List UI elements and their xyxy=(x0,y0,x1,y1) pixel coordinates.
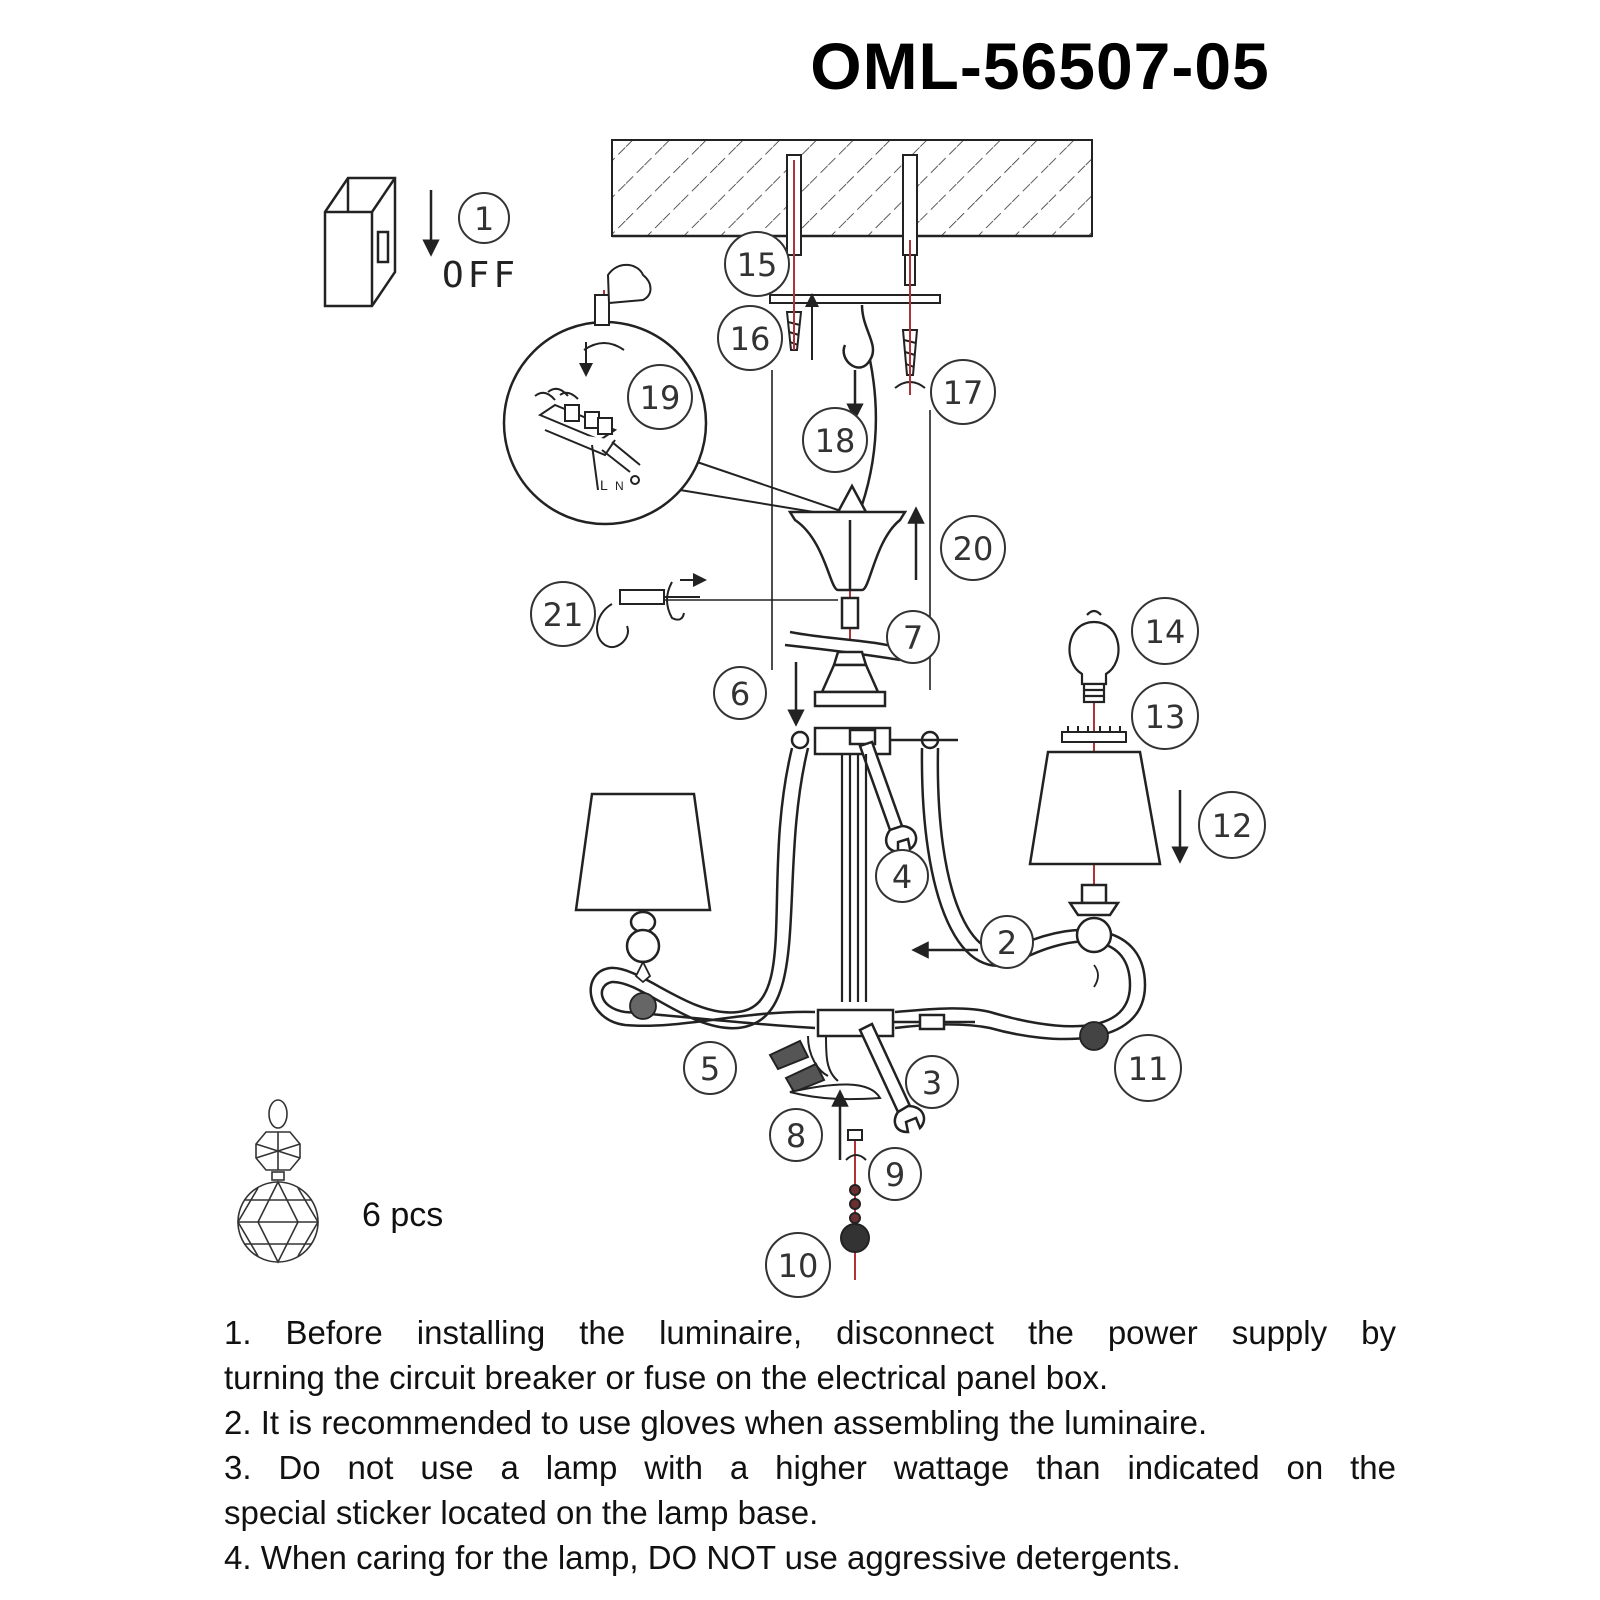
svg-text:20: 20 xyxy=(953,530,994,568)
note-line: 3. Do not use a lamp with a higher watta… xyxy=(224,1449,1396,1486)
wrench-upper xyxy=(858,740,918,854)
ceiling xyxy=(611,139,1093,238)
svg-text:21: 21 xyxy=(543,596,584,634)
svg-text:5: 5 xyxy=(700,1050,720,1088)
callout-4: 4 xyxy=(875,849,929,903)
callout-16: 16 xyxy=(717,305,783,371)
callout-13: 13 xyxy=(1131,682,1199,750)
center-stem xyxy=(840,754,868,1002)
svg-text:15: 15 xyxy=(737,246,778,284)
svg-text:1: 1 xyxy=(474,200,494,238)
svg-text:16: 16 xyxy=(730,320,771,358)
wire-label-n: N xyxy=(615,479,624,493)
callout-9: 9 xyxy=(868,1147,922,1201)
instruction-notes: 1. Before installing the luminaire, disc… xyxy=(224,1310,1396,1580)
svg-text:17: 17 xyxy=(943,374,984,412)
callout-12: 12 xyxy=(1198,791,1266,859)
svg-text:18: 18 xyxy=(815,422,856,460)
assembly-diagram: OFF N L xyxy=(237,139,1266,1298)
shade-left xyxy=(574,792,712,964)
switch-state-label: OFF xyxy=(442,255,519,296)
screwdriver-21 xyxy=(596,573,707,649)
pendant-right xyxy=(1079,964,1109,1051)
svg-text:13: 13 xyxy=(1145,698,1186,736)
crystal-pendant xyxy=(237,1099,319,1264)
callout-2: 2 xyxy=(980,915,1034,969)
model-number: OML-56507-05 xyxy=(810,29,1270,103)
note-line: 2. It is recommended to use gloves when … xyxy=(224,1404,1208,1441)
callout-19: 19 xyxy=(627,364,693,430)
lower-hub xyxy=(816,1008,975,1038)
callout-17: 17 xyxy=(930,359,996,425)
canopy xyxy=(787,483,908,592)
note-line: turning the circuit breaker or fuse on t… xyxy=(224,1359,1109,1396)
svg-text:9: 9 xyxy=(885,1156,905,1194)
svg-text:3: 3 xyxy=(922,1064,942,1102)
svg-text:12: 12 xyxy=(1212,807,1253,845)
wire-connectors xyxy=(768,1035,882,1101)
guide-lines xyxy=(603,160,1095,1280)
callout-8: 8 xyxy=(769,1108,823,1162)
svg-text:4: 4 xyxy=(892,858,912,896)
callout-7: 7 xyxy=(886,610,940,664)
callout-20: 20 xyxy=(940,515,1006,581)
svg-text:19: 19 xyxy=(640,379,681,417)
note-line: 4. When caring for the lamp, DO NOT use … xyxy=(224,1539,1181,1576)
crystal-quantity: 6 pcs xyxy=(362,1196,444,1234)
callout-1: 1 xyxy=(458,192,510,244)
svg-text:10: 10 xyxy=(778,1247,819,1285)
svg-text:8: 8 xyxy=(786,1117,806,1155)
svg-text:7: 7 xyxy=(903,619,923,657)
note-line: 1. Before installing the luminaire, disc… xyxy=(224,1314,1396,1351)
callout-5: 5 xyxy=(683,1041,737,1095)
shade-ring xyxy=(1061,726,1127,743)
svg-text:2: 2 xyxy=(997,924,1017,962)
arm-right xyxy=(894,747,1147,1041)
callout-18: 18 xyxy=(802,407,868,473)
svg-text:14: 14 xyxy=(1145,613,1186,651)
svg-text:6: 6 xyxy=(730,675,750,713)
callouts: 1 2 3 4 5 6 7 8 9 10 11 12 13 14 15 16 1… xyxy=(458,192,1266,1298)
bottom-finial xyxy=(840,1129,870,1253)
light-bulb xyxy=(1068,609,1120,704)
upper-hub xyxy=(790,726,958,756)
callout-21: 21 xyxy=(530,581,596,647)
callout-11: 11 xyxy=(1114,1034,1182,1102)
wire-label-l: L xyxy=(600,477,608,493)
callout-3: 3 xyxy=(905,1055,959,1109)
callout-6: 6 xyxy=(713,666,767,720)
callout-14: 14 xyxy=(1131,597,1199,665)
shade-right xyxy=(1028,750,1162,954)
mounting-bar xyxy=(769,294,941,304)
callout-10: 10 xyxy=(765,1232,831,1298)
note-line: special sticker located on the lamp base… xyxy=(224,1494,819,1531)
cup-nut xyxy=(784,596,906,708)
ceiling-hook xyxy=(842,304,878,506)
pendant-left xyxy=(629,959,657,1020)
wall-switch xyxy=(323,176,397,308)
arm-left xyxy=(589,747,816,1030)
callout-15: 15 xyxy=(724,231,790,297)
wrench-lower xyxy=(858,1022,926,1134)
svg-text:11: 11 xyxy=(1128,1050,1169,1088)
